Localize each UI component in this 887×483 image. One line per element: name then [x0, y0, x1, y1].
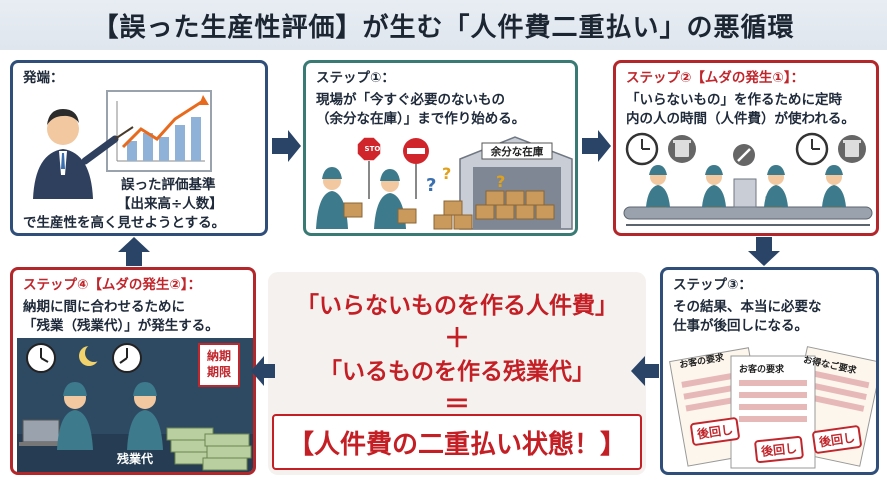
svg-text:?: ?	[426, 175, 436, 196]
step2-box: ステップ②【ムダの発生①】： 「いらないもの」を作るために定時 内の人の時間（人…	[613, 60, 879, 236]
production-line-illustration	[623, 132, 873, 226]
step2-line2: 内の人の時間（人件費）が使われる。	[626, 111, 855, 127]
summary-panel: 「いらないものを作る人件費」 ＋ 「いるものを作る残業代」 ＝ 【人件費の二重払…	[268, 272, 646, 475]
step3-line2: 仕事が後回しになる。	[673, 318, 808, 334]
origin-box: 発端： 誤った評価基準 【出来高÷人数】 で生産性を高く見せようとする。	[10, 60, 268, 236]
stop-sign-icon	[356, 136, 382, 162]
step2-heading: ステップ②【ムダの発生①】：	[626, 70, 805, 86]
origin-heading: 発端：	[23, 70, 64, 86]
tools-icon	[737, 148, 751, 162]
summary-final-frame: 【人件費の二重払い状態！】	[272, 414, 642, 470]
warehouse-sign-label: 余分な在庫	[490, 146, 544, 158]
presenter-illustration	[33, 90, 212, 199]
origin-line3: で生産性を高く見せようとする。	[23, 215, 226, 231]
summary-line1: 「いらないものを作る人件費」	[296, 293, 618, 319]
step1-line1: 現場が「今すぐ必要のないもの	[316, 92, 505, 108]
arrow-step2-to-step3	[748, 237, 780, 266]
summary-plus: ＋	[443, 324, 470, 354]
step3-box: ステップ③： その結果、本当に必要な 仕事が後回しになる。 お客の要求 お客の要…	[660, 267, 879, 475]
deadline-sign-label: 納期期限	[206, 349, 231, 379]
step1-box: ステップ①： 現場が「今すぐ必要のないもの （余分な在庫）」まで作り始める。 ?…	[303, 60, 578, 236]
arrow-step3-to-summary	[631, 356, 659, 386]
arrow-step1-to-step2	[582, 130, 611, 162]
arrow-origin-to-step1	[272, 130, 301, 162]
step4-heading: ステップ④【ムダの発生②】：	[23, 277, 202, 293]
step4-box: ステップ④【ムダの発生②】： 納期に間に合わせるために 「残業（残業代）」が発生…	[10, 267, 256, 475]
step4-line2: 「残業（残業代）」が発生する。	[23, 318, 219, 334]
origin-line2: 【出来高÷人数】	[117, 196, 223, 212]
summary-final: 【人件費の二重払い状態！】	[287, 430, 626, 460]
summary-line2: 「いるものを作る残業代」	[319, 359, 595, 385]
arrow-step4-to-origin	[118, 237, 150, 266]
step4-line1: 納期に間に合わせるために	[23, 299, 185, 315]
svg-text:?: ?	[496, 172, 505, 191]
overtime-illustration	[17, 338, 253, 472]
warehouse-illustration: ? ? ?	[316, 136, 573, 230]
trash-icon	[675, 142, 689, 157]
diagram-title: 【誤った生産性評価】が生む「人件費二重払い」の悪循環	[0, 0, 887, 50]
arrow-summary-to-step4	[251, 356, 275, 386]
step1-line2: （余分な在庫）」まで作り始める。	[316, 111, 526, 127]
origin-line1: 誤った評価基準	[121, 177, 216, 193]
step3-heading: ステップ③：	[673, 277, 752, 293]
stop-sign-label: STOP	[364, 145, 386, 153]
doc2-title: お客の要求	[739, 365, 785, 375]
svg-text:?: ?	[442, 164, 451, 183]
overtime-pay-label: 残業代	[117, 452, 154, 466]
step1-heading: ステップ①：	[316, 70, 395, 86]
step2-line1: 「いらないもの」を作るために定時	[626, 92, 842, 108]
step3-line1: その結果、本当に必要な	[673, 299, 822, 315]
